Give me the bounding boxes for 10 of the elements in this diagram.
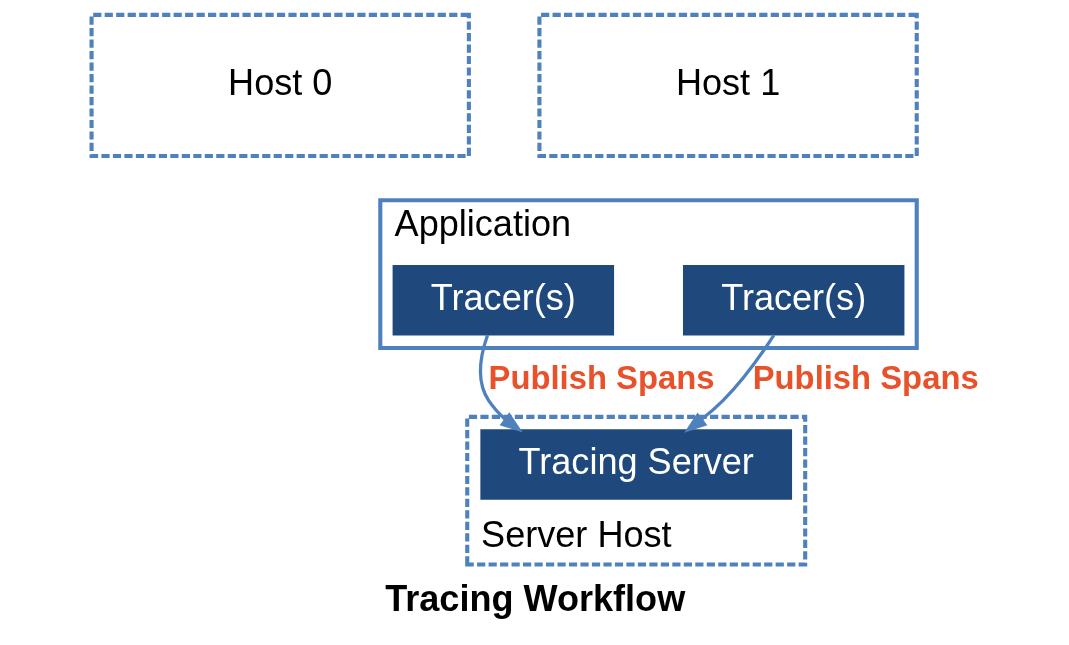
node-box: Host 1 (537, 12, 919, 159)
node-box: Tracer(s) (392, 265, 615, 336)
arrow (478, 334, 523, 433)
edge-label: Publish Spans (752, 358, 979, 396)
arrow (684, 334, 776, 433)
edge-label: Publish Spans (488, 358, 715, 396)
caption: Tracing Workflow (385, 578, 686, 620)
node-box: Host 0 (89, 12, 471, 159)
node-box: Tracing Server (480, 429, 793, 500)
node-box: Tracer(s) (682, 265, 905, 336)
